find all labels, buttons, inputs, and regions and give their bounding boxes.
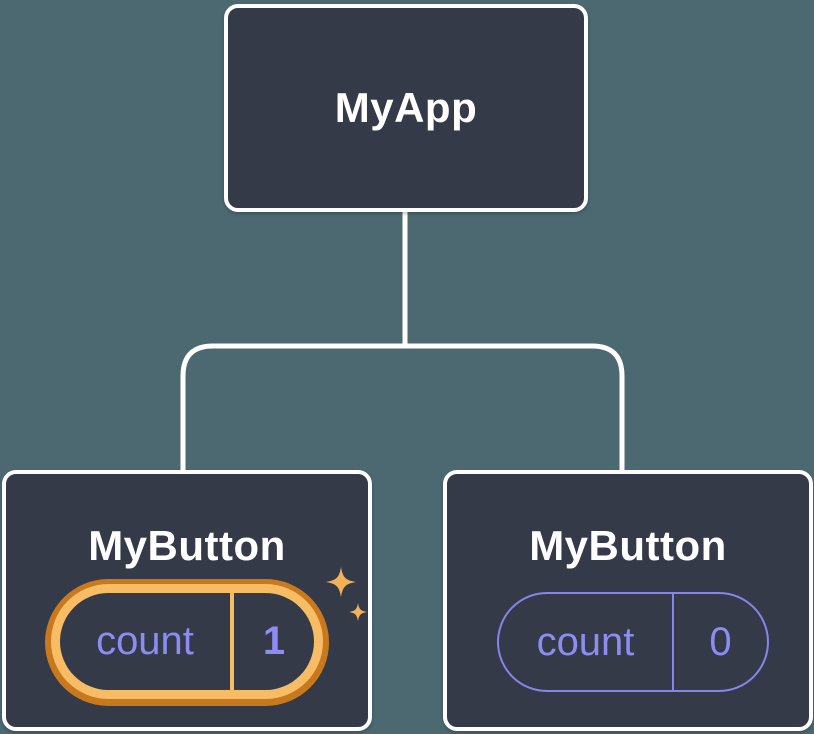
sparkle-large [326,567,356,597]
connector-branch [180,343,625,473]
state-pill-highlighted: count 1 [45,579,329,706]
node-mybutton-right: MyButton count 0 [443,470,813,731]
state-pill: count 0 [497,592,769,692]
state-pill-core: count 1 [60,593,314,690]
state-value: 0 [709,619,732,664]
node-mybutton-left: MyButton count 1 [2,470,372,731]
state-name-label: count [96,619,194,663]
node-mybutton-left-label: MyButton [88,522,286,569]
sparkles-icon [326,567,367,621]
sparkle-small [349,603,367,621]
state-value: 1 [262,619,286,663]
state-name-label: count [536,619,635,664]
state-pill-divider [230,593,234,690]
node-myapp: MyApp [224,4,588,212]
node-myapp-label: MyApp [334,84,478,131]
state-pill-divider [672,594,674,690]
state-pill-highlight-ring: count 1 [51,584,323,699]
node-mybutton-right-label: MyButton [529,522,727,569]
